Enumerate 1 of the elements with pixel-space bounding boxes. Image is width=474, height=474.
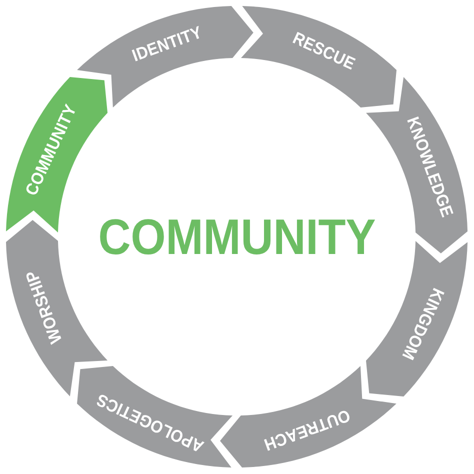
center-title: COMMUNITY	[98, 212, 376, 262]
